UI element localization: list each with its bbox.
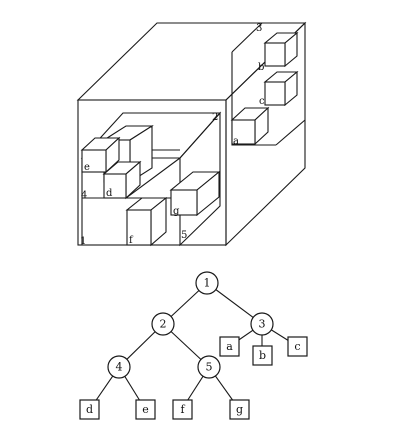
cube-g-front xyxy=(170,189,198,216)
octant-3 xyxy=(230,22,306,146)
cube-c-front xyxy=(264,81,286,106)
tree-node-2-label: 2 xyxy=(160,318,167,331)
octree-tree: 1 2 3 4 5 a b c d e f g xyxy=(79,271,308,420)
tree-leaf-g xyxy=(229,399,250,420)
object-cube-a xyxy=(230,106,270,146)
label-cube-2: 2 xyxy=(212,112,218,123)
tree-leaf-d-label: d xyxy=(86,403,93,416)
object-cube-c xyxy=(263,70,299,107)
label-cube-4: 4 xyxy=(81,190,87,201)
tree-node-3 xyxy=(250,312,274,336)
tree-leaf-g-label: g xyxy=(236,403,243,416)
label-obj-b: b xyxy=(258,62,264,73)
octant-2 xyxy=(80,111,222,247)
octant-5-diagonal xyxy=(125,157,181,199)
tree-leaf-c-label: c xyxy=(294,340,300,353)
tree-leaf-e-label: e xyxy=(142,403,149,416)
tree-node-4-label: 4 xyxy=(116,361,123,374)
tree-node-1 xyxy=(195,271,219,295)
object-cube-b xyxy=(263,31,299,68)
cube-d-front xyxy=(103,173,127,199)
label-obj-g: g xyxy=(173,206,180,217)
octant-3-edge-2 xyxy=(275,119,306,146)
object-cube-d xyxy=(102,160,142,200)
tree-leaf-e xyxy=(135,399,156,420)
label-obj-c: c xyxy=(259,96,265,107)
label-obj-d: d xyxy=(106,188,113,199)
cube-b-front xyxy=(264,42,286,67)
object-cube-f xyxy=(125,196,168,247)
object-cube-e xyxy=(80,136,121,174)
tree-leaf-d xyxy=(79,399,100,420)
tree-node-4 xyxy=(107,355,131,379)
label-cube-5: 5 xyxy=(181,230,187,241)
label-obj-e: e xyxy=(84,162,90,173)
label-obj-a: a xyxy=(233,136,239,147)
octant-3-edge xyxy=(231,22,263,53)
octant-3-outline xyxy=(231,52,276,146)
label-obj-f: f xyxy=(129,235,134,246)
tree-node-5-label: 5 xyxy=(206,361,213,374)
label-cube-3: 3 xyxy=(256,23,262,34)
tree-leaf-c xyxy=(287,336,308,357)
tree-leaf-b xyxy=(252,345,273,366)
tree-leaf-a xyxy=(219,336,240,357)
tree-node-5 xyxy=(197,355,221,379)
object-cube-g xyxy=(169,170,221,217)
tree-node-1-label: 1 xyxy=(204,277,211,290)
cube-diagram: 3 2 b c a e d 4 g f 5 1 xyxy=(76,21,307,247)
tree-leaf-f-label: f xyxy=(180,403,185,416)
label-cube-1: 1 xyxy=(80,236,86,247)
tree-leaf-b-label: b xyxy=(259,349,266,362)
cube-e-front xyxy=(81,149,107,173)
cube-a-front xyxy=(231,119,256,145)
octant-2-side-face xyxy=(179,111,221,247)
tree-leaf-f xyxy=(172,399,193,420)
tree-leaf-a-label: a xyxy=(226,340,233,353)
cube-f-front xyxy=(126,209,152,246)
tree-node-3-label: 3 xyxy=(259,318,266,331)
tree-node-2 xyxy=(151,312,175,336)
